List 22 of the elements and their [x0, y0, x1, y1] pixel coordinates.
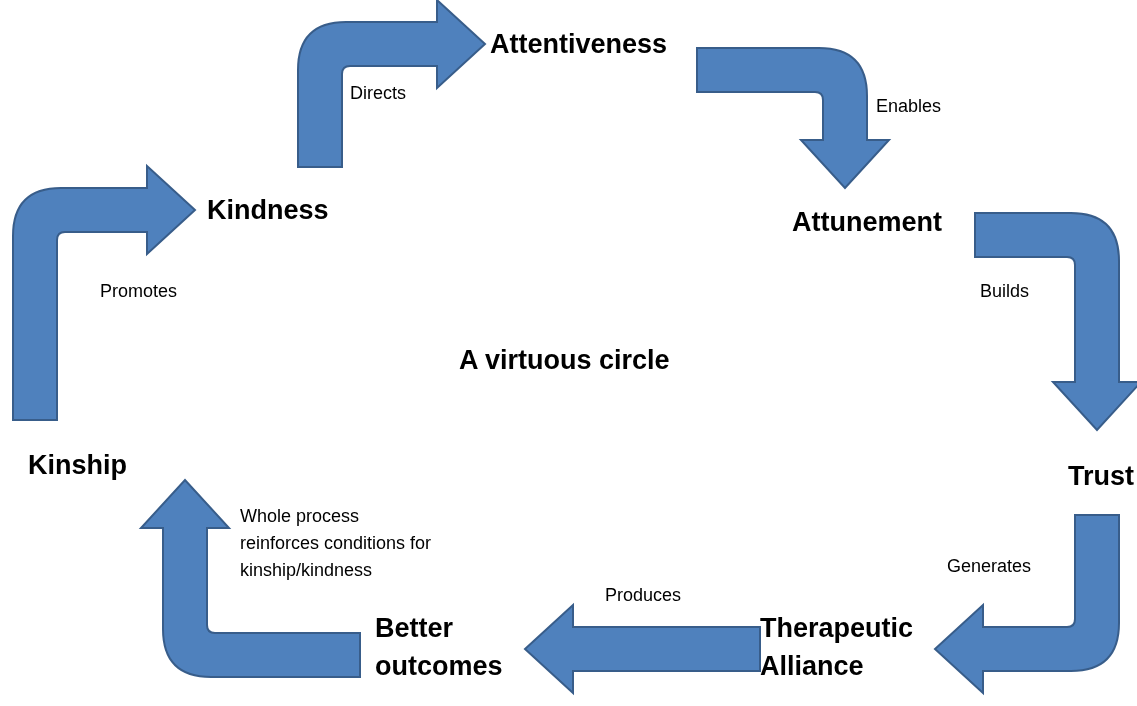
edge-label: Whole process reinforces conditions for kinship/kindness	[240, 505, 433, 582]
block-arrow	[523, 602, 761, 696]
block-arrow	[934, 514, 1120, 694]
block-arrow	[974, 212, 1137, 431]
node-label: Attentiveness	[490, 25, 668, 63]
node-label: Kindness	[207, 191, 329, 229]
diagram-title: A virtuous circle	[459, 345, 670, 376]
block-arrow	[140, 479, 361, 678]
node-label: Therapeutic Alliance	[760, 609, 940, 685]
node-label: Attunement	[792, 203, 942, 241]
node-label: Trust	[1058, 457, 1134, 495]
node-label: Kinship	[28, 446, 127, 484]
edge-label: Enables	[876, 95, 942, 118]
block-arrow	[696, 47, 890, 189]
block-arrow	[297, 0, 486, 168]
edge-label: Promotes	[100, 280, 178, 303]
edge-label: Builds	[980, 280, 1030, 303]
edge-label: Directs	[350, 82, 406, 105]
edge-label: Produces	[605, 584, 682, 607]
node-label: Better outcomes	[375, 609, 525, 685]
edge-label: Generates	[947, 555, 1032, 578]
block-arrow	[12, 165, 196, 421]
